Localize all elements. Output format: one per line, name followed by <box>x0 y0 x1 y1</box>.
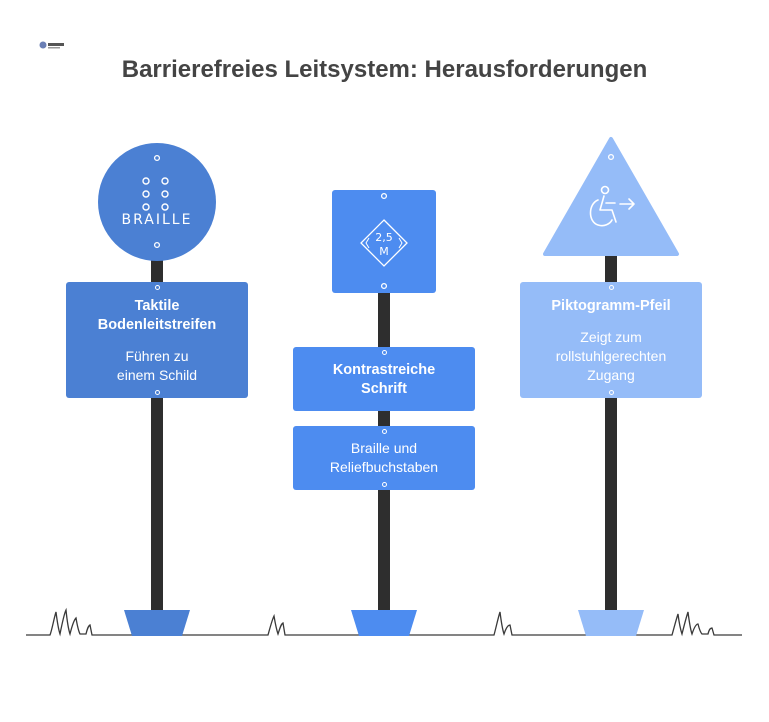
diamond-icon <box>360 219 408 267</box>
braille-letters-sign: Braille und Reliefbuchstaben <box>293 426 475 490</box>
wheelchair-arrow-icon <box>589 185 635 227</box>
right-base <box>578 610 644 636</box>
tactile-strips-sign: Taktile Bodenleitstreifen Führen zu eine… <box>66 282 248 398</box>
braille-round-sign <box>98 143 216 261</box>
pictogram-arrow-sign: Piktogramm-Pfeil Zeigt zum rollstuhlgere… <box>520 282 702 398</box>
middle-base <box>351 610 417 636</box>
left-base <box>124 610 190 636</box>
pictogram-arrow-text: Zeigt zum rollstuhlgerechten Zugang <box>555 329 667 383</box>
braille-letters-text: Braille und Reliefbuchstaben <box>329 440 439 475</box>
pictogram-arrow-heading: Piktogramm-Pfeil <box>551 298 671 314</box>
distance-value-line2: M <box>379 245 389 258</box>
contrast-font-heading: Kontrastreiche Schrift <box>332 362 436 397</box>
napkin-logo <box>39 41 64 49</box>
tactile-strips-heading: Taktile Bodenleitstreifen <box>97 298 217 333</box>
braille-icon-label: BRAILLE <box>121 212 193 228</box>
distance-square-sign <box>332 190 436 293</box>
distance-value-line1: 2,5 <box>375 231 393 244</box>
wheelchair-triangle-sign <box>543 137 679 256</box>
braille-dots-icon <box>142 177 169 211</box>
contrast-font-sign: Kontrastreiche Schrift <box>293 347 475 411</box>
page-title: Barrierefreies Leitsystem: Herausforderu… <box>121 56 648 83</box>
tactile-strips-text: Führen zu einem Schild <box>116 348 198 383</box>
